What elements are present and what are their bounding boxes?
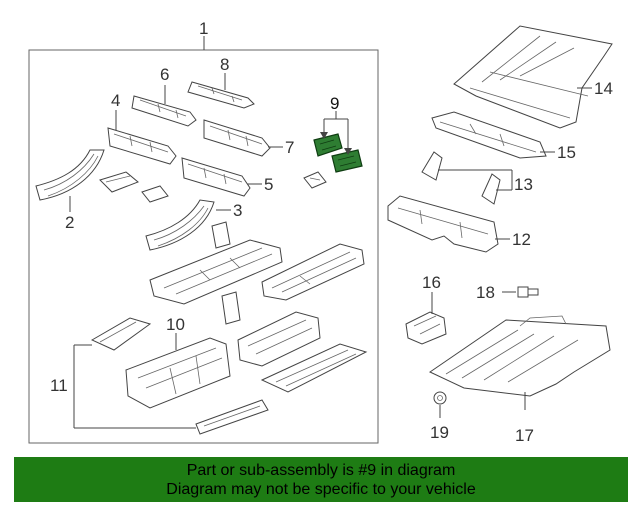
part-11-upper [90, 317, 152, 351]
callout-7: 7 [285, 138, 294, 157]
part-13 [421, 151, 501, 205]
part-3 [145, 199, 215, 251]
center-floor-right [261, 243, 365, 301]
part-10 [125, 337, 231, 409]
part-8 [187, 81, 255, 109]
callout-3: 3 [233, 201, 242, 220]
callout-8: 8 [220, 55, 229, 74]
part-2 [35, 149, 105, 201]
leader-line-9 [320, 111, 352, 155]
banner-line-2: Diagram may not be specific to your vehi… [166, 481, 476, 498]
center-floor-left [149, 239, 283, 305]
callout-2: 2 [65, 213, 74, 232]
small-bracket [303, 171, 327, 189]
part-5 [181, 157, 251, 197]
callout-9: 9 [330, 94, 339, 113]
callout-11: 11 [50, 376, 68, 395]
callout-4: 4 [111, 91, 120, 110]
part-7 [203, 119, 271, 157]
part-18 [517, 286, 539, 298]
callout-5: 5 [264, 175, 273, 194]
part-17 [428, 315, 611, 397]
parts-diagram: 1 8 6 4 7 5 [28, 19, 613, 445]
callout-19: 19 [430, 423, 449, 442]
banner-line-1: Part or sub-assembly is #9 in diagram [186, 462, 456, 479]
side-bracket [99, 171, 139, 193]
callout-6: 6 [160, 65, 169, 84]
callout-15: 15 [557, 143, 576, 162]
callout-10: 10 [166, 315, 185, 334]
part-15 [431, 111, 547, 159]
part-16 [405, 311, 447, 345]
callout-12: 12 [512, 230, 531, 249]
inner-bracket [141, 185, 231, 249]
leader-line-13 [438, 169, 513, 191]
rear-floor-pan [260, 343, 368, 393]
tunnel-brace [221, 291, 241, 325]
callout-17: 17 [515, 426, 534, 445]
callout-16: 16 [422, 273, 441, 292]
callout-14: 14 [594, 79, 613, 98]
part-11-lower [195, 399, 269, 435]
part-14 [453, 25, 613, 129]
part-19 [433, 391, 447, 405]
callout-13: 13 [514, 175, 533, 194]
info-banner: Part or sub-assembly is #9 in diagram Di… [14, 457, 628, 502]
part-9-highlighted [313, 133, 363, 173]
rear-center-panel [237, 311, 321, 367]
leader-line-11 [73, 344, 196, 429]
part-6 [131, 95, 197, 127]
part-12 [387, 195, 499, 253]
part-4 [107, 127, 177, 165]
callout-18: 18 [476, 283, 495, 302]
callout-1: 1 [199, 19, 208, 38]
